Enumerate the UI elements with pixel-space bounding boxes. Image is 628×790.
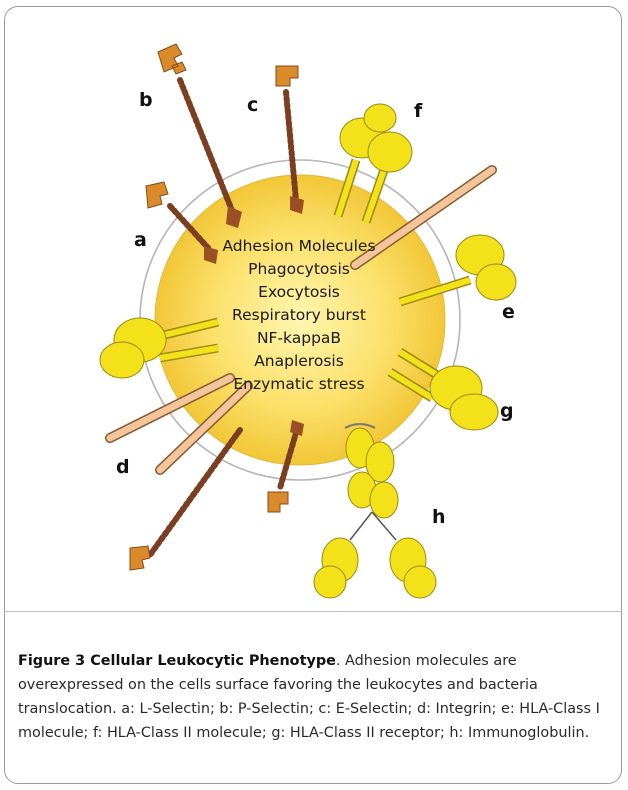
cell-label-anaplerosis: Anaplerosis (254, 352, 344, 370)
cell-label-enzymatic-stress: Enzymatic stress (233, 375, 364, 393)
cell-label-exocytosis: Exocytosis (258, 283, 340, 301)
letter-g: g (500, 400, 514, 422)
letter-h: h (432, 506, 446, 528)
letter-b: b (139, 89, 153, 111)
letter-f: f (414, 100, 423, 122)
letter-a: a (134, 229, 147, 251)
letter-c: c (247, 94, 258, 116)
cell-label-phagocytosis: Phagocytosis (248, 260, 350, 278)
caption-title: Figure 3 Cellular Leukocytic Phenotype (18, 653, 336, 669)
receptor-b-p-selectin (158, 44, 242, 228)
caption-divider (4, 611, 622, 612)
letter-d: d (116, 456, 130, 478)
cell-label-nf-kappab: NF-kappaB (257, 329, 341, 347)
letter-e: e (502, 301, 515, 323)
cell-label-adhesion: Adhesion Molecules (222, 237, 375, 255)
figure-caption: Figure 3 Cellular Leukocytic Phenotype. … (18, 649, 610, 745)
leukocyte-illustration: Adhesion Molecules Phagocytosis Exocytos… (0, 0, 628, 610)
cell-label-respiratory-burst: Respiratory burst (232, 306, 366, 324)
